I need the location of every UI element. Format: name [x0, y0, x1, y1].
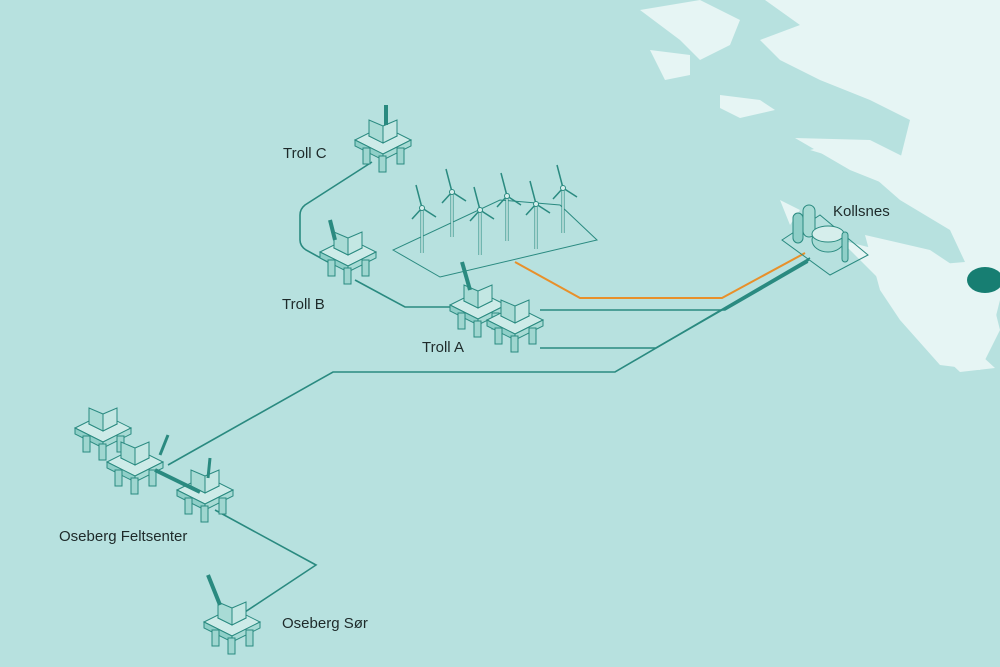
wind-farm: [391, 163, 599, 278]
wind-turbine-icon: [410, 183, 438, 255]
power-cable: [514, 252, 806, 299]
platform-troll-b-icon: [319, 219, 377, 285]
wind-turbine-icon: [524, 179, 552, 251]
coastline-land: [640, 0, 1000, 372]
platform-oseberg-sor-icon: [203, 574, 261, 655]
platform-troll-a-icon: [449, 261, 544, 353]
location-marker: [967, 267, 1000, 293]
kollsnes-terminal-icon: [781, 204, 869, 276]
platform-oseberg-feltsenter-icon: [74, 407, 234, 523]
label-oseberg-sor: Oseberg Sør: [282, 615, 368, 632]
label-troll-b: Troll B: [282, 296, 325, 313]
label-troll-c: Troll C: [283, 145, 327, 162]
wind-turbine-icon: [495, 171, 523, 243]
pipeline-trollc-trollb: [299, 161, 373, 263]
wind-turbine-icon: [551, 163, 579, 235]
wind-turbine-icon: [440, 167, 468, 239]
pipeline-trolla-kollsnes-1: [540, 261, 809, 311]
platform-troll-c-icon: [354, 105, 412, 173]
pipelines: [167, 161, 811, 613]
label-kollsnes: Kollsnes: [833, 203, 890, 220]
label-troll-a: Troll A: [422, 339, 464, 356]
pipeline-oseberg-kollsnes: [167, 257, 811, 466]
pipeline-oseberg-sor: [214, 509, 318, 613]
pipeline-trollb-trolla: [354, 279, 470, 308]
label-oseberg-feltsenter: Oseberg Feltsenter: [59, 528, 188, 545]
wind-turbine-icon: [468, 185, 496, 257]
